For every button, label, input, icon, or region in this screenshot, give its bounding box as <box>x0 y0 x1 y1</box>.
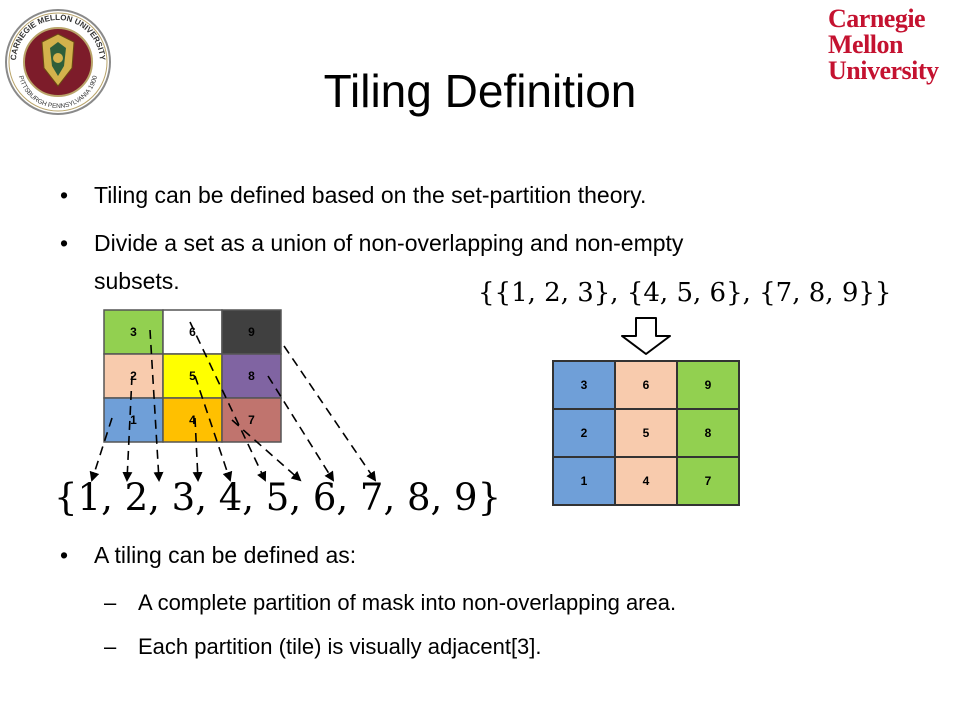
sub-bullet-text: A complete partition of mask into non-ov… <box>138 590 677 615</box>
grid-cell-label: 1 <box>130 413 137 427</box>
grid-cell-label: 5 <box>643 426 650 440</box>
wordmark-line: Carnegie <box>828 4 926 33</box>
grid-cell-label: 1 <box>581 474 588 488</box>
down-arrow-icon <box>621 317 671 355</box>
grid-cell-label: 2 <box>581 426 588 440</box>
grid-cell-label: 6 <box>643 378 650 392</box>
grid-cell <box>676 408 740 458</box>
arrow-to-2 <box>122 375 133 482</box>
wordmark-line: Mellon <box>828 30 904 59</box>
grid-cell-label: 2 <box>130 369 137 383</box>
grid-cell-label: 8 <box>248 369 255 383</box>
right-grid: 3 6 9 2 5 8 1 4 7 <box>552 360 740 506</box>
grid-cell-label: 4 <box>643 474 650 488</box>
grid-cell <box>221 397 282 443</box>
bullet-marker: • <box>60 230 69 256</box>
bullet-text: A tiling can be defined as: <box>94 542 357 568</box>
grid-cell <box>552 408 616 458</box>
grid-cell-label: 9 <box>705 378 712 392</box>
grid-cell <box>162 397 223 443</box>
grid-cell <box>676 360 740 410</box>
left-grid: 3 6 9 2 5 8 1 4 7 <box>103 309 282 443</box>
university-seal-icon: CARNEGIE MELLON UNIVERSITY PITTSBURGH PE… <box>5 9 111 115</box>
grid-cell-label: 9 <box>248 325 255 339</box>
grid-cell <box>221 309 282 355</box>
bullet-text: Divide a set as a union of non-overlappi… <box>94 230 684 256</box>
arrow-to-1 <box>89 417 113 482</box>
bullet-marker: • <box>60 182 69 208</box>
arrow-to-9 <box>283 345 377 482</box>
bullet-text: subsets. <box>94 268 180 294</box>
mapping-arrows <box>89 321 377 482</box>
grid-cell-label: 7 <box>705 474 712 488</box>
grid-cell <box>676 456 740 506</box>
grid-cell <box>162 353 223 399</box>
arrow-to-4 <box>192 417 203 482</box>
grid-cell-label: 8 <box>705 426 712 440</box>
arrow-to-8 <box>267 375 335 482</box>
grid-cell-label: 5 <box>189 369 196 383</box>
sub-bullet-text: Each partition (tile) is visually adjace… <box>138 634 542 659</box>
grid-cell <box>103 397 164 443</box>
grid-cell <box>162 309 223 355</box>
arrow-to-5 <box>194 375 233 482</box>
arrow-to-7 <box>231 419 302 482</box>
grid-cell-label: 4 <box>189 413 196 427</box>
grid-cell-label: 3 <box>130 325 137 339</box>
grid-cell <box>221 353 282 399</box>
grid-cell-label: 7 <box>248 413 255 427</box>
bullet-text: Tiling can be defined based on the set-p… <box>94 182 647 208</box>
grid-cell <box>552 456 616 506</box>
wordmark-line: University <box>828 56 939 85</box>
grid-cell <box>614 456 678 506</box>
full-set-formula: {1, 2, 3, 4, 5, 6, 7, 8, 9} <box>54 476 502 519</box>
grid-cell-label: 6 <box>189 325 196 339</box>
grid-cell <box>552 360 616 410</box>
partition-formula: {{1, 2, 3}, {4, 5, 6}, {7, 8, 9}} <box>478 278 892 308</box>
university-wordmark: Carnegie Mellon University <box>828 6 954 84</box>
slide-title: Tiling Definition <box>323 65 637 117</box>
sub-bullet-marker: – <box>104 590 117 615</box>
sub-bullet-marker: – <box>104 634 117 659</box>
grid-cell-label: 3 <box>581 378 588 392</box>
arrow-to-3 <box>149 329 164 482</box>
bullet-marker: • <box>60 542 69 568</box>
